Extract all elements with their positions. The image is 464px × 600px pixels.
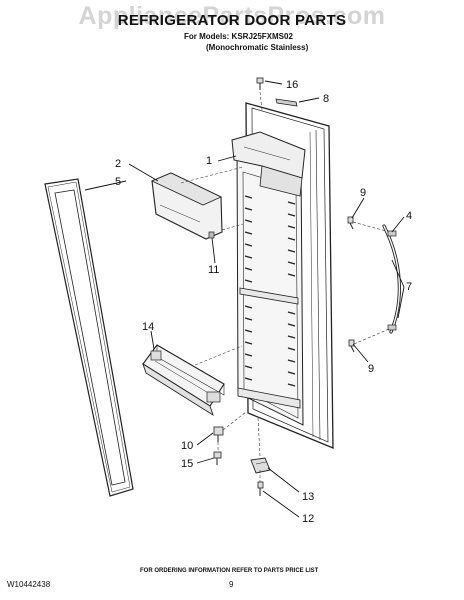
page-number: 9 xyxy=(229,580,234,589)
models-line: For Models: KSRJ25FXMS02 xyxy=(184,32,293,41)
callout-1: 1 xyxy=(206,155,212,167)
callout-4: 4 xyxy=(406,210,412,222)
callout-9-lower: 9 xyxy=(368,363,374,375)
callout-8: 8 xyxy=(323,93,329,105)
callout-9-upper: 9 xyxy=(360,187,366,199)
top-cap-trim xyxy=(275,98,298,107)
handle-screws xyxy=(347,216,355,353)
callout-13: 13 xyxy=(302,491,314,503)
variant-line: (Monochromatic Stainless) xyxy=(206,43,309,52)
door-gasket xyxy=(44,178,134,497)
callout-16: 16 xyxy=(286,79,298,91)
callout-7: 7 xyxy=(406,281,412,293)
dairy-compartment-cover xyxy=(151,172,223,240)
callout-11: 11 xyxy=(208,264,219,276)
document-id: W10442438 xyxy=(7,580,51,589)
top-screw xyxy=(256,77,264,90)
assembly-guide-lines xyxy=(180,91,390,482)
callout-14: 14 xyxy=(142,321,154,333)
callout-2: 2 xyxy=(115,158,121,170)
callout-12: 12 xyxy=(302,513,314,525)
diagram-title: REFRIGERATOR DOOR PARTS xyxy=(117,12,347,29)
door-handle xyxy=(382,224,401,334)
lower-hinge-bracket xyxy=(250,457,271,496)
callout-leader-lines xyxy=(84,80,405,518)
callout-5: 5 xyxy=(115,176,121,188)
hinge-bushing-and-screw xyxy=(213,426,224,465)
door-bin xyxy=(142,344,225,417)
callout-10: 10 xyxy=(181,440,193,452)
site-watermark: AppliancePartsPros.com xyxy=(78,2,386,30)
callout-numbers: 16 8 1 2 5 11 14 9 4 7 9 10 15 13 12 xyxy=(115,79,412,525)
door-liner xyxy=(231,102,334,449)
callout-15: 15 xyxy=(181,458,193,470)
ordering-note: FOR ORDERING INFORMATION REFER TO PARTS … xyxy=(140,568,319,574)
